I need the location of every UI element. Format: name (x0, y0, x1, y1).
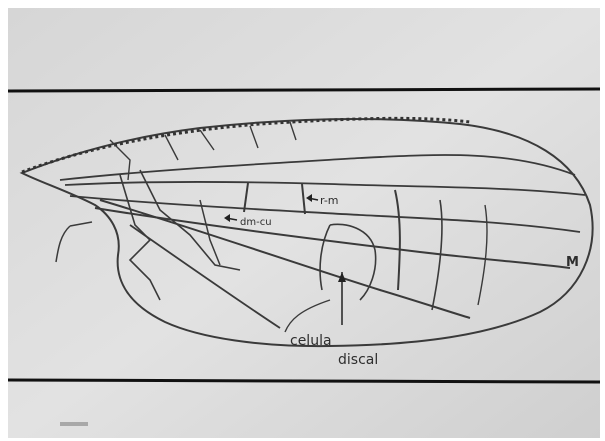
top-rule (8, 89, 600, 91)
bottom-rule (8, 380, 600, 382)
m-vein-label: M (566, 255, 579, 270)
cell-name-line1: celula (290, 333, 332, 349)
cell-name-line2: discal (338, 352, 378, 368)
paper-background (8, 8, 600, 438)
dm-cu-label: dm-cu (240, 217, 272, 228)
r-m-label: r-m (320, 194, 339, 207)
page-smudge (60, 422, 88, 426)
